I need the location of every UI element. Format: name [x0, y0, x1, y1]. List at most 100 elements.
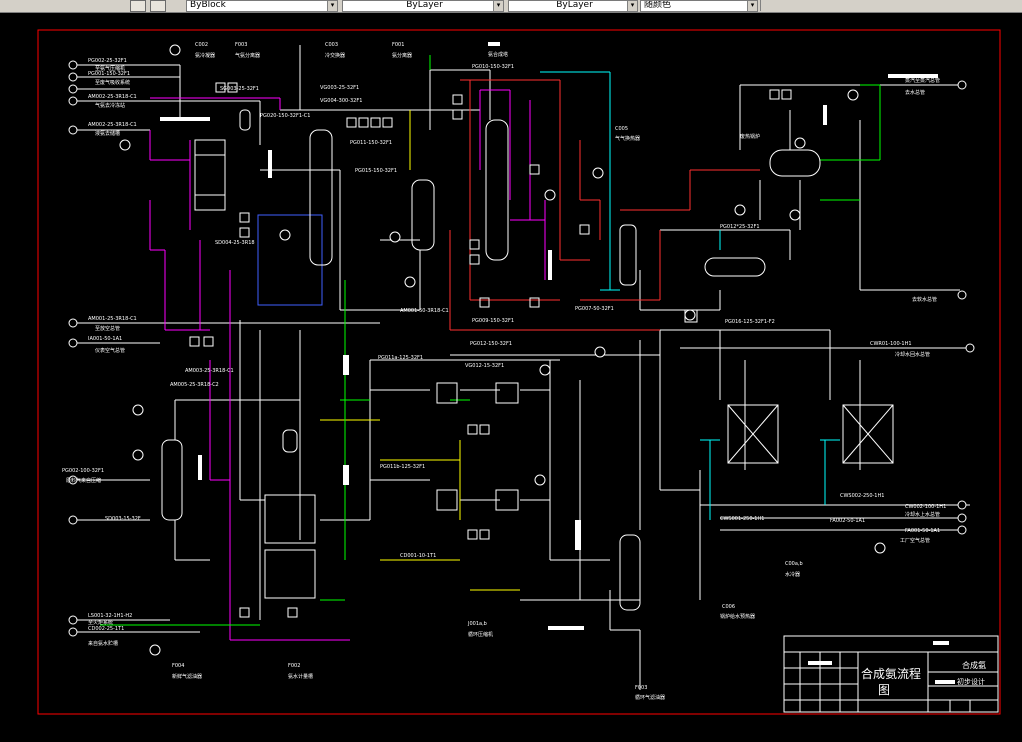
gas-ammonia-separator[interactable] [239, 109, 251, 131]
equip-name-1: 氨冷凝器 [195, 52, 215, 59]
equip-tag-10: F002 [288, 663, 300, 669]
linetype-value: ByBlock [190, 0, 226, 10]
note-cw-return: 冷却水回水总管 [895, 351, 930, 358]
cold-exchanger[interactable] [309, 129, 333, 266]
line-label-pg-j: PG011a-125-32F1 [378, 355, 423, 361]
fresh-gas-oil-filter[interactable] [161, 439, 183, 521]
equip-tag-11: F003 [635, 685, 647, 691]
compressor-b-cyl[interactable] [436, 489, 458, 511]
process-flow-diagram: PG002-25-32F1 PG001-150-32F1 AM002-25-3R… [37, 29, 1001, 715]
equip-tag-3: C003 [325, 42, 338, 48]
plotstyle-value: ByLayer [556, 0, 593, 10]
layer-icon[interactable] [130, 0, 146, 12]
title-block-text: 合成氨流程 图 合成氨 初步设计 [861, 660, 986, 697]
equip-name-7: 水冷器 [785, 571, 800, 578]
line-label-cw-c: CWS001-250-1H1 [720, 516, 764, 522]
toolbar-spacer [760, 0, 1022, 11]
line-label-pg-m: PG012*25-32F1 [720, 224, 760, 230]
note-to-flare: 至火炬系统 [88, 619, 113, 626]
compressor-a-cyl[interactable] [436, 382, 458, 404]
line-label-pg-l: PG016-125-32F1-F2 [725, 319, 775, 325]
tag-blocks [160, 42, 938, 630]
note-to-soft-water: 去软水总管 [912, 296, 937, 303]
line-label-ls-a: LS001-32-1H1-H2 [88, 613, 132, 619]
color-combo[interactable]: 随颜色 ▾ [640, 0, 758, 12]
note-to-ammonia-compressor: 至氨气压缩机 [95, 65, 125, 72]
line-label-pg-i: PG012-150-32F1 [470, 341, 512, 347]
equip-name-5: 气气换热器 [615, 135, 640, 142]
gas-gas-exchanger[interactable] [619, 224, 637, 286]
control-boxes [189, 82, 792, 618]
chevron-down-icon[interactable]: ▾ [493, 1, 503, 11]
note-feed-gas: 原料气来自压缩 [66, 477, 101, 484]
equipment-shapes [161, 109, 894, 611]
line-label-pg-d: PG020-150-32F1-C1 [260, 113, 310, 119]
equip-tag-6: C006 [722, 604, 735, 610]
line-label-cw-d: CW002-100-1H1 [905, 504, 946, 510]
note-waste-heat-boiler: 废热锅炉 [740, 133, 760, 140]
compressor-a-motor[interactable] [495, 382, 519, 404]
plotstyle-combo[interactable]: ByLayer ▾ [508, 0, 638, 12]
chevron-down-icon[interactable]: ▾ [627, 1, 637, 11]
ammonia-separator[interactable] [411, 179, 435, 251]
line-label-pg-h: PG007-50-32F1 [575, 306, 614, 312]
linetype-combo[interactable]: ByBlock ▾ [186, 0, 338, 12]
small-vessel[interactable] [282, 429, 298, 453]
equip-name-4: 氨分离器 [392, 52, 412, 59]
design-stage: 初步设计 [957, 677, 985, 686]
line-label-cw-a: CWR01-100-1H1 [870, 341, 912, 347]
drawing-canvas[interactable]: PG002-25-32F1 PG001-150-32F1 AM002-25-3R… [0, 13, 1022, 738]
lineweight-value: ByLayer [406, 0, 443, 10]
equip-tag-7: C00a,b [785, 561, 803, 567]
line-label-ia-a: IA001-50-1A1 [88, 336, 122, 342]
circulation-gas-oil-filter[interactable] [619, 534, 641, 611]
note-to-water-header: 去水总管 [905, 89, 925, 96]
equip-tag-2: F003 [235, 42, 247, 48]
offpage-connectors [68, 60, 975, 637]
drawing-title-line2: 图 [878, 683, 890, 697]
line-label-sd-a: SD003-15-32F [105, 516, 141, 522]
title-block-fills [808, 641, 955, 684]
compressor-b-motor[interactable] [495, 489, 519, 511]
chevron-down-icon[interactable]: ▾ [747, 1, 757, 11]
line-label-pg-b: PG001-150-32F1 [88, 71, 130, 77]
equip-name-9: 新鲜气滤油器 [172, 673, 202, 680]
ammonia-condenser[interactable] [194, 139, 226, 211]
lineweight-combo[interactable]: ByLayer ▾ [342, 0, 504, 12]
note-to-vent-header: 至放空总管 [95, 325, 120, 332]
equip-tag-8: J001a,b [467, 621, 487, 627]
water-cooler-b[interactable] [842, 404, 894, 464]
line-label-pg-f: PG015-150-32F1 [355, 168, 397, 174]
ammonia-water-tank-b[interactable] [264, 549, 316, 599]
utility-lines [100, 55, 881, 626]
ammonia-water-tank-a[interactable] [264, 494, 316, 544]
project-name: 合成氨 [962, 660, 986, 670]
layer-stack-icon[interactable] [150, 0, 166, 12]
line-label-am-e: AM005-25-3R18-C2 [170, 382, 219, 388]
line-label-am-d: AM003-25-3R18-C1 [185, 368, 234, 374]
line-label-cd-b: CD001-10-1T1 [400, 553, 436, 559]
note-gas-ammonia-out: 气氨去冷冻站 [95, 102, 125, 109]
equip-tag-5: C005 [615, 126, 628, 132]
note-from-aqueous-ammonia: 来自氨水贮槽 [88, 640, 118, 647]
line-label-am-a: AM001-25-3R18-C1 [88, 316, 137, 322]
water-cooler-a[interactable] [727, 404, 779, 464]
waste-heat-boiler[interactable] [769, 149, 821, 177]
synthesis-tower[interactable] [485, 119, 509, 261]
equip-tag-9: F004 [172, 663, 184, 669]
line-label-am-f: AM001-50-3R18-C1 [400, 308, 449, 314]
note-liquid-ammonia-out: 液氨去储槽 [95, 130, 120, 137]
cooling-loop [257, 214, 323, 306]
note-plant-air: 工厂空气总管 [900, 537, 930, 544]
line-label-fa-a: FA002-50-1A1 [830, 518, 865, 524]
note-synthesis-tower: 氨合成塔 [488, 51, 508, 58]
steam-drum[interactable] [704, 257, 766, 277]
ammonia-lines [149, 89, 546, 641]
equip-name-6: 锅炉给水预热器 [720, 613, 755, 620]
line-label-am-b: AM002-25-3R18-C1 [88, 94, 137, 100]
line-label-sg-a: SG003-25-32F1 [220, 86, 259, 92]
note-instrument-air: 仪表空气总管 [95, 347, 125, 354]
chevron-down-icon[interactable]: ▾ [327, 1, 337, 11]
drawing-frame [37, 29, 1001, 715]
water-lines [540, 71, 840, 520]
